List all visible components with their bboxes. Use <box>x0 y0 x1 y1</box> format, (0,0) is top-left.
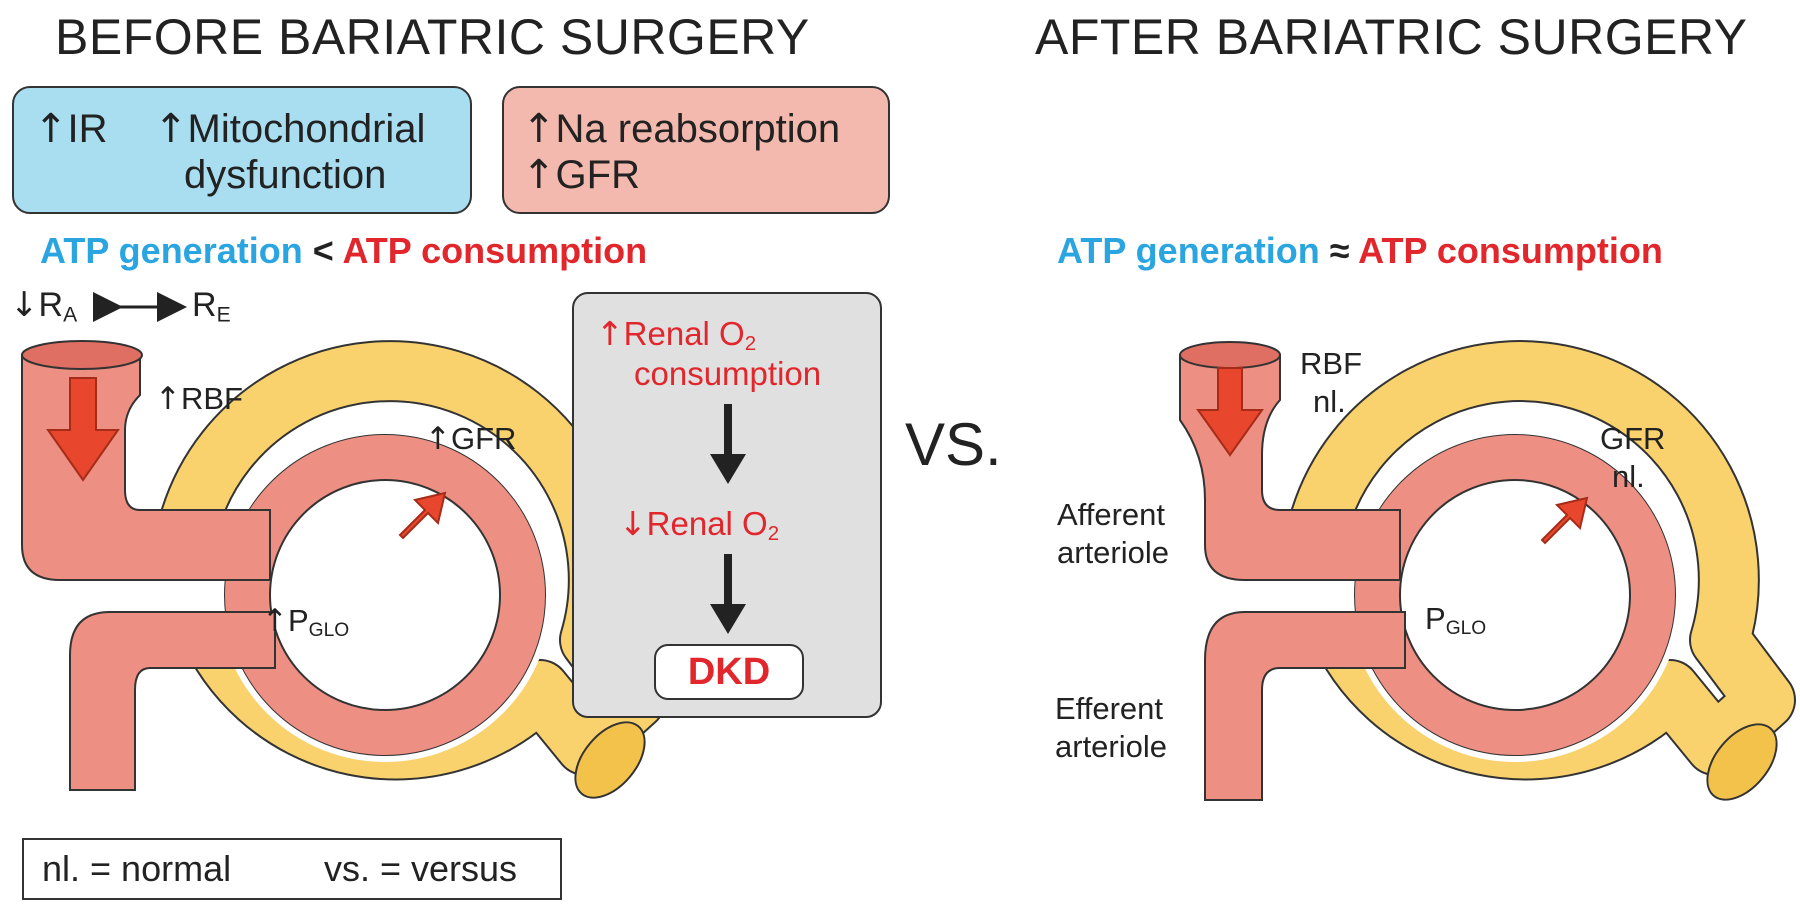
mechanism-box: ↑Renal O2 consumption ↓Renal O2 DKD <box>572 292 882 718</box>
after-gfr-normal: nl. <box>1612 459 1645 494</box>
atp-consumption-label: ATP consumption <box>1358 230 1663 271</box>
dysfunction-label: dysfunction <box>184 153 387 197</box>
before-atp-balance: ATP generation < ATP consumption <box>40 230 647 272</box>
rbf-label: ↑RBF <box>155 381 243 417</box>
renal-o2-consumption-label: ↑Renal O2 <box>596 314 757 356</box>
afferent-arteriole-label-line2: arteriole <box>1057 535 1169 570</box>
ra-label: ↓RA <box>10 285 78 327</box>
after-rbf-label: RBF <box>1300 346 1362 381</box>
sodium-gfr-box: ↑Na reabsorption ↑GFR <box>502 86 890 214</box>
gfr-label: ↑GFR <box>425 421 517 457</box>
before-capillary-loop <box>218 428 552 762</box>
atp-operator: < <box>312 230 334 271</box>
before-blood-flow-arrow <box>46 377 120 482</box>
legend-vs: vs. = versus <box>324 848 518 889</box>
abbreviation-legend: nl. = normal vs. = versus <box>22 838 562 900</box>
re-label: RE <box>192 286 231 327</box>
dkd-badge: DKD <box>654 644 804 700</box>
atp-generation-label: ATP generation <box>1057 230 1320 271</box>
after-gfr-label: GFR <box>1600 421 1666 456</box>
after-glomerulus <box>1179 340 1796 801</box>
before-title: BEFORE BARIATRIC SURGERY <box>55 9 810 65</box>
after-blood-flow-arrow <box>1196 367 1264 457</box>
after-filtration-arrow <box>1540 496 1589 545</box>
insulin-resistance-box: ↑IR ↑Mitochondrial dysfunction <box>12 86 472 214</box>
pglo-label: ↑PGLO <box>262 603 350 641</box>
legend-nl: nl. = normal <box>42 848 232 889</box>
before-glomerulus <box>21 340 666 799</box>
atp-operator: ≈ <box>1329 230 1350 271</box>
before-efferent-arteriole <box>69 611 276 791</box>
after-efferent-arteriole <box>1204 611 1406 801</box>
versus-label: VS. <box>905 411 1002 478</box>
ir-label: ↑IR <box>34 106 108 152</box>
before-filtration-arrow <box>398 491 447 540</box>
afferent-arteriole-label: Afferent <box>1057 497 1166 532</box>
mechanism-arrows <box>710 404 746 634</box>
after-pglo-label: PGLO <box>1425 601 1487 639</box>
mechanism-arrow-2 <box>710 554 746 634</box>
na-reabsorption-label: ↑Na reabsorption <box>522 106 841 152</box>
after-rbf-normal: nl. <box>1313 384 1346 419</box>
atp-generation-label: ATP generation <box>40 230 303 271</box>
after-atp-balance: ATP generation ≈ ATP consumption <box>1057 230 1663 272</box>
atp-consumption-label: ATP consumption <box>342 230 648 271</box>
renal-o2-decrease-label: ↓Renal O2 <box>619 504 780 546</box>
mechanism-arrow-1 <box>710 404 746 484</box>
gfr-increase-label: ↑GFR <box>522 152 640 198</box>
efferent-arteriole-label-line2: arteriole <box>1055 729 1167 764</box>
after-title: AFTER BARIATRIC SURGERY <box>1035 9 1748 65</box>
after-capillary-loop <box>1348 428 1682 762</box>
renal-o2-consumption-line2: consumption <box>634 355 822 392</box>
mitochondrial-label: ↑Mitochondrial <box>154 106 426 152</box>
efferent-arteriole-label: Efferent <box>1055 691 1164 726</box>
